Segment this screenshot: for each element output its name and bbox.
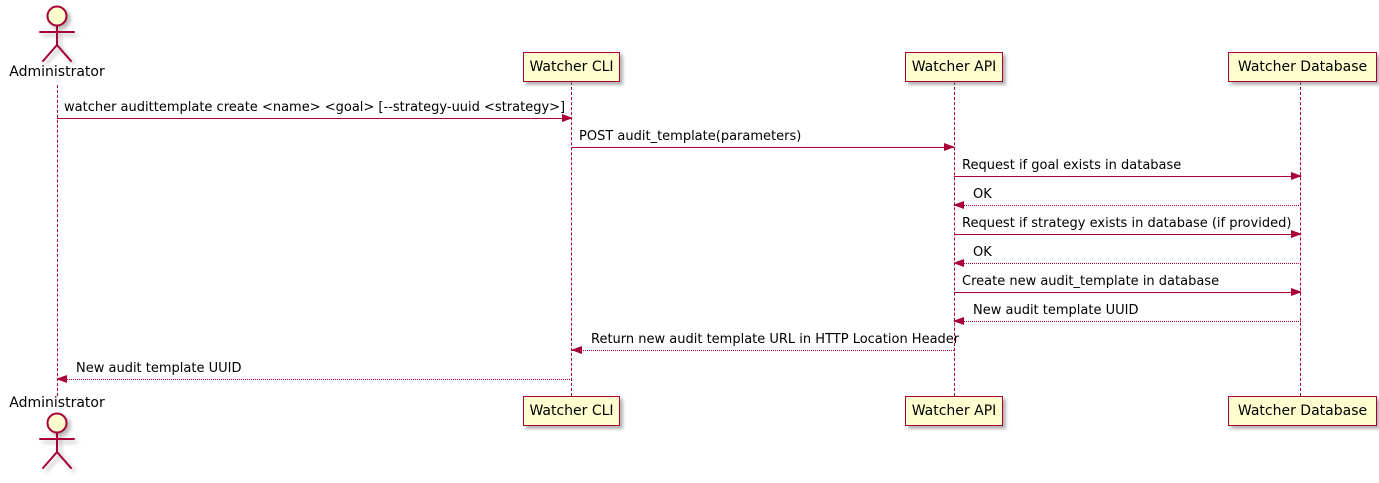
lifeline-watcher-cli bbox=[571, 82, 572, 396]
message-10-new-audit-template-uuid: New audit template UUID bbox=[56, 361, 572, 383]
participant-watcher-api-top: Watcher API bbox=[905, 52, 1003, 82]
message-8-new-audit-template-uuid: New audit template UUID bbox=[953, 303, 1301, 325]
message-7-create-audit-template-db: Create new audit_template in database bbox=[954, 274, 1302, 296]
message-label: POST audit_template(parameters) bbox=[579, 129, 802, 144]
lifeline-watcher-api bbox=[954, 82, 955, 396]
participant-label: Watcher CLI bbox=[529, 403, 614, 419]
message-2-post-audit-template: POST audit_template(parameters) bbox=[572, 129, 955, 151]
message-label: New audit template UUID bbox=[76, 361, 242, 376]
lifeline-watcher-database bbox=[1300, 82, 1301, 396]
message-label: Request if strategy exists in database (… bbox=[962, 216, 1292, 231]
participant-watcher-database-bottom: Watcher Database bbox=[1228, 396, 1377, 426]
actor-icon bbox=[39, 412, 75, 469]
message-1-create-audittemplate: watcher audittemplate create <name> <goa… bbox=[57, 100, 573, 122]
message-label: New audit template UUID bbox=[973, 303, 1139, 318]
message-label: Return new audit template URL in HTTP Lo… bbox=[591, 332, 960, 347]
actor-label: Administrator bbox=[9, 395, 105, 411]
message-3-request-goal-exists: Request if goal exists in database bbox=[954, 158, 1302, 180]
actor-administrator-bottom: Administrator bbox=[9, 395, 105, 471]
participant-label: Watcher API bbox=[911, 403, 997, 419]
message-label: OK bbox=[973, 187, 992, 202]
lifeline-administrator bbox=[57, 85, 58, 396]
participant-watcher-database-top: Watcher Database bbox=[1228, 52, 1377, 82]
participant-label: Watcher Database bbox=[1237, 59, 1368, 75]
message-4-ok: OK bbox=[953, 187, 1301, 209]
participant-label: Watcher API bbox=[911, 59, 997, 75]
participant-watcher-api-bottom: Watcher API bbox=[905, 396, 1003, 426]
participant-label: Watcher CLI bbox=[529, 59, 614, 75]
actor-administrator-top: Administrator bbox=[9, 4, 105, 80]
actor-label: Administrator bbox=[9, 64, 105, 80]
participant-watcher-cli-top: Watcher CLI bbox=[523, 52, 620, 82]
actor-icon bbox=[39, 5, 75, 62]
message-label: Request if goal exists in database bbox=[962, 158, 1182, 173]
participant-watcher-cli-bottom: Watcher CLI bbox=[523, 396, 620, 426]
message-label: watcher audittemplate create <name> <goa… bbox=[64, 100, 566, 115]
message-label: OK bbox=[973, 245, 992, 260]
participant-label: Watcher Database bbox=[1237, 403, 1368, 419]
message-9-return-url-location-header: Return new audit template URL in HTTP Lo… bbox=[571, 332, 959, 354]
message-6-ok: OK bbox=[953, 245, 1301, 267]
message-5-request-strategy-exists: Request if strategy exists in database (… bbox=[954, 216, 1302, 238]
message-label: Create new audit_template in database bbox=[962, 274, 1220, 289]
